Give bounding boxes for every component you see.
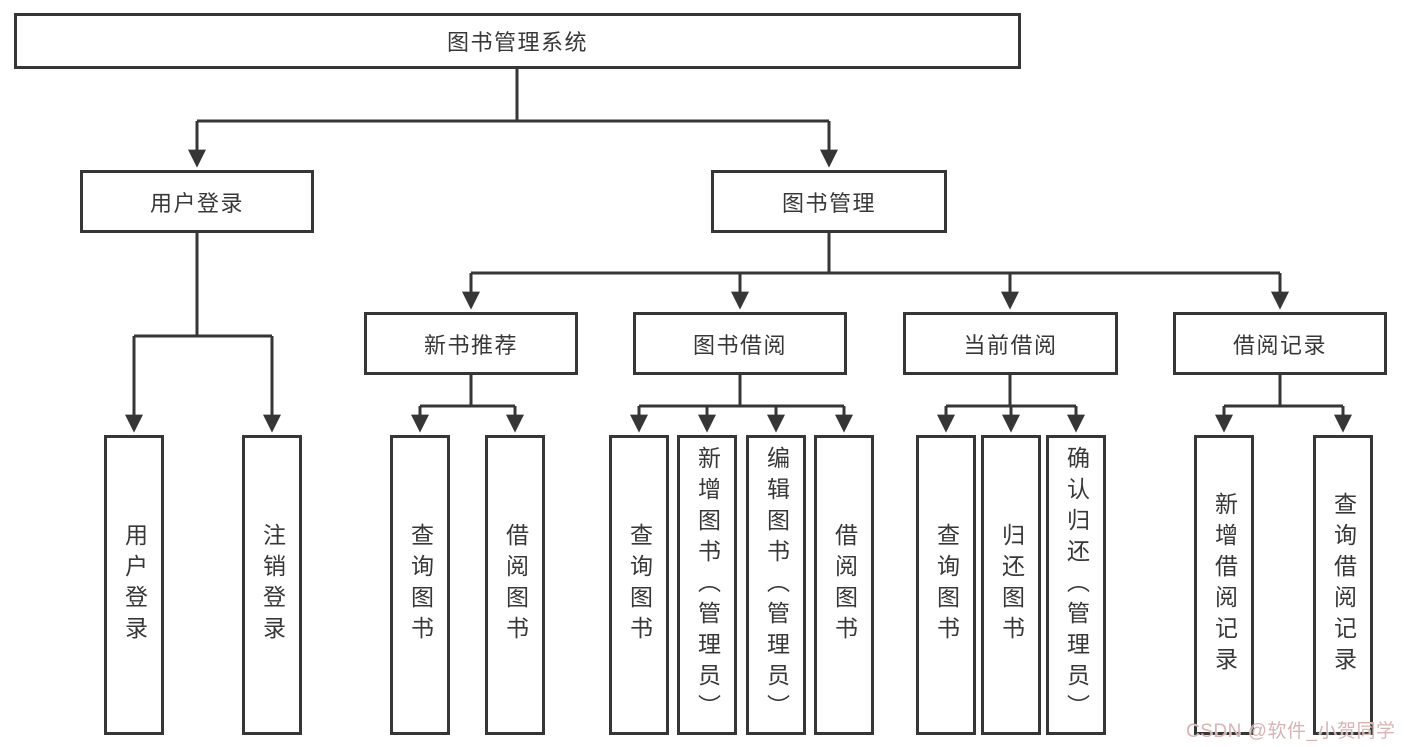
csdn-watermark: CSDN @软件_小贺同学 [1186, 721, 1396, 742]
leaf-records-query-record-label: 查询借阅记录 [1330, 492, 1357, 678]
leaf-rec-borrow-books: 借阅图书 [485, 435, 545, 735]
leaf-borrow-edit-books-admin-label: 编辑图书（管理员） [763, 445, 790, 725]
leaf-borrow-edit-books-admin: 编辑图书（管理员） [746, 435, 806, 735]
leaf-rec-query-books: 查询图书 [390, 435, 450, 735]
node-user-login: 用户登录 [80, 170, 314, 233]
leaf-borrow-query-books: 查询图书 [609, 435, 669, 735]
leaf-records-query-record: 查询借阅记录 [1313, 435, 1373, 735]
leaf-borrow-query-books-label: 查询图书 [626, 523, 653, 647]
node-new-book-recommendation: 新书推荐 [364, 312, 578, 375]
leaf-records-add-record-label: 新增借阅记录 [1211, 492, 1238, 678]
node-library-management-system: 图书管理系统 [14, 13, 1021, 69]
node-current-borrowing: 当前借阅 [903, 312, 1118, 375]
leaf-current-confirm-return-admin-label: 确认归还（管理员） [1063, 445, 1090, 725]
leaf-borrow-borrow-books-label: 借阅图书 [831, 523, 858, 647]
leaf-user-login-label: 用户登录 [121, 523, 148, 647]
leaf-logout-label: 注销登录 [259, 523, 286, 647]
leaf-rec-borrow-books-label: 借阅图书 [502, 523, 529, 647]
leaf-borrow-add-books-admin: 新增图书（管理员） [677, 435, 737, 735]
leaf-records-add-record: 新增借阅记录 [1194, 435, 1254, 735]
leaf-logout: 注销登录 [242, 435, 302, 735]
leaf-current-return-books-label: 归还图书 [998, 523, 1025, 647]
leaf-current-query-books: 查询图书 [916, 435, 976, 735]
leaf-borrow-add-books-admin-label: 新增图书（管理员） [694, 445, 721, 725]
leaf-borrow-borrow-books: 借阅图书 [814, 435, 874, 735]
node-book-borrowing: 图书借阅 [633, 312, 847, 375]
leaf-current-confirm-return-admin: 确认归还（管理员） [1046, 435, 1106, 735]
node-book-management: 图书管理 [711, 170, 947, 233]
leaf-current-return-books: 归还图书 [981, 435, 1041, 735]
leaf-user-login: 用户登录 [104, 435, 164, 735]
leaf-current-query-books-label: 查询图书 [933, 523, 960, 647]
leaf-rec-query-books-label: 查询图书 [407, 523, 434, 647]
node-borrowing-records: 借阅记录 [1173, 312, 1387, 375]
